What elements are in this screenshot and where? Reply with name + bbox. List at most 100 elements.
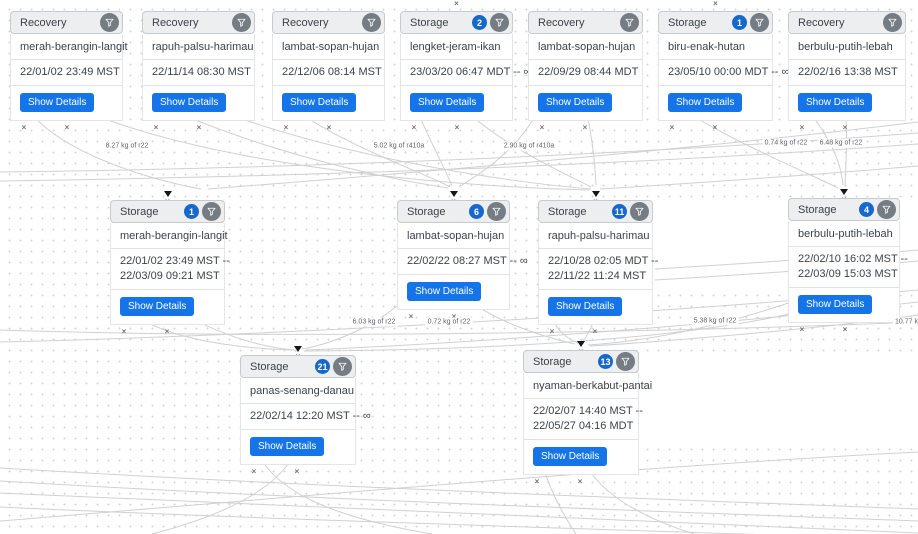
node-dates: 22/01/02 23:49 MST --22/03/09 09:21 MST bbox=[111, 249, 230, 290]
node-date-line: 22/02/10 16:02 MST -- bbox=[798, 253, 908, 265]
bottom-connector-right[interactable]: × bbox=[582, 123, 588, 132]
filter-icon[interactable] bbox=[100, 13, 119, 32]
edge-line bbox=[599, 165, 918, 190]
filter-icon[interactable] bbox=[883, 13, 902, 32]
filter-icon[interactable] bbox=[620, 13, 639, 32]
show-details-button[interactable]: Show Details bbox=[548, 297, 623, 316]
node-header[interactable]: Recovery bbox=[142, 11, 255, 34]
top-connector[interactable]: × bbox=[454, 0, 459, 8]
filter-icon[interactable] bbox=[333, 357, 352, 376]
node-header[interactable]: Storage 13 bbox=[523, 350, 639, 373]
funnel-icon bbox=[882, 205, 891, 214]
node-body: nyaman-berkabut-pantai 22/02/07 14:40 MS… bbox=[523, 373, 652, 475]
show-details-button[interactable]: Show Details bbox=[282, 93, 357, 112]
node-header[interactable]: Storage 1 bbox=[110, 200, 225, 223]
edge-line bbox=[0, 451, 918, 522]
show-details-button[interactable]: Show Details bbox=[407, 282, 482, 301]
node-type-label: Storage bbox=[548, 205, 587, 218]
edge-line bbox=[0, 467, 918, 510]
show-details-button[interactable]: Show Details bbox=[120, 297, 195, 316]
bottom-connector-left[interactable]: × bbox=[799, 325, 805, 334]
top-connector[interactable]: × bbox=[713, 0, 718, 8]
bottom-connector-left[interactable]: × bbox=[799, 123, 805, 132]
filter-icon[interactable] bbox=[750, 13, 769, 32]
bottom-connector-right[interactable]: × bbox=[326, 123, 332, 132]
show-details-button[interactable]: Show Details bbox=[668, 93, 743, 112]
filter-icon[interactable] bbox=[616, 352, 635, 371]
bottom-connector-right[interactable]: × bbox=[294, 467, 300, 476]
node-header[interactable]: Recovery bbox=[10, 11, 123, 34]
show-details-button[interactable]: Show Details bbox=[538, 93, 613, 112]
bottom-connector-right[interactable]: × bbox=[454, 123, 460, 132]
edge-arrowhead-icon bbox=[163, 191, 172, 197]
node-date-line: 23/03/20 06:47 MDT -- ∞ bbox=[410, 66, 532, 78]
bottom-connector-right[interactable]: × bbox=[577, 477, 583, 486]
bottom-connector-right[interactable]: × bbox=[164, 327, 170, 336]
bottom-connector-right[interactable]: × bbox=[64, 123, 70, 132]
show-details-button[interactable]: Show Details bbox=[20, 93, 95, 112]
bottom-connector-left[interactable]: × bbox=[283, 123, 289, 132]
bottom-connector-left[interactable]: × bbox=[411, 123, 417, 132]
node-dates: 22/11/14 08:30 MST bbox=[143, 60, 254, 86]
filter-icon[interactable] bbox=[630, 202, 649, 221]
funnel-icon bbox=[755, 18, 764, 27]
edge-line bbox=[207, 121, 918, 190]
node-name: berbulu-putih-lebah bbox=[789, 34, 905, 60]
bottom-connector-left[interactable]: × bbox=[408, 312, 414, 321]
node-header[interactable]: Storage 21 bbox=[240, 355, 356, 378]
bottom-connector-left[interactable]: × bbox=[21, 123, 27, 132]
bottom-connector-left[interactable]: × bbox=[669, 123, 675, 132]
bottom-connector-right[interactable]: × bbox=[712, 123, 718, 132]
bottom-connector-right[interactable]: × bbox=[592, 327, 598, 336]
node-header[interactable]: Storage 4 bbox=[788, 198, 900, 221]
bottom-connector-left[interactable]: × bbox=[121, 327, 127, 336]
bottom-connector-left[interactable]: × bbox=[549, 327, 555, 336]
node-actions: Show Details bbox=[241, 430, 355, 464]
node-header[interactable]: Storage 1 bbox=[658, 11, 773, 34]
node-header[interactable]: Recovery bbox=[788, 11, 906, 34]
node-header[interactable]: Storage 2 bbox=[400, 11, 513, 34]
edge-label: 8.27 kg of r22 bbox=[103, 141, 151, 151]
show-details-button[interactable]: Show Details bbox=[410, 93, 485, 112]
node-header[interactable]: Storage 6 bbox=[397, 200, 510, 223]
funnel-icon bbox=[492, 207, 501, 216]
node-date-line: 22/10/28 02:05 MDT -- bbox=[548, 255, 659, 267]
filter-icon[interactable] bbox=[202, 202, 221, 221]
show-details-button[interactable]: Show Details bbox=[798, 93, 873, 112]
show-details-button[interactable]: Show Details bbox=[533, 447, 608, 466]
edge-label: 5.38 kg of r22 bbox=[691, 316, 739, 326]
bottom-connector-left[interactable]: × bbox=[153, 123, 159, 132]
bottom-connector-left[interactable]: × bbox=[251, 467, 257, 476]
node-date-line: 22/12/06 08:14 MST bbox=[282, 66, 382, 78]
filter-icon[interactable] bbox=[877, 200, 896, 219]
show-details-button[interactable]: Show Details bbox=[250, 437, 325, 456]
bottom-connector-left[interactable]: × bbox=[534, 477, 540, 486]
bottom-connector-right[interactable]: × bbox=[842, 325, 848, 334]
filter-icon[interactable] bbox=[487, 202, 506, 221]
node-header[interactable]: Storage 11 bbox=[538, 200, 653, 223]
filter-icon[interactable] bbox=[232, 13, 251, 32]
node-dates: 22/02/07 14:40 MST --22/05/27 04:16 MDT bbox=[524, 399, 643, 440]
node-body: berbulu-putih-lebah 22/02/16 13:38 MST S… bbox=[788, 34, 906, 121]
node-body: lambat-sopan-hujan 22/12/06 08:14 MST Sh… bbox=[272, 34, 385, 121]
bottom-connector-right[interactable]: × bbox=[842, 123, 848, 132]
filter-icon[interactable] bbox=[490, 13, 509, 32]
node-name: lambat-sopan-hujan bbox=[398, 223, 509, 249]
node-header[interactable]: Recovery bbox=[528, 11, 643, 34]
filter-icon[interactable] bbox=[362, 13, 381, 32]
node-header[interactable]: Recovery bbox=[272, 11, 385, 34]
bottom-connector-right[interactable]: × bbox=[196, 123, 202, 132]
node-date-line: 22/02/07 14:40 MST -- bbox=[533, 405, 643, 417]
diagram-node-top-1: × Recovery merah-berangin-langit 22/01/0… bbox=[10, 11, 128, 132]
show-details-button[interactable]: Show Details bbox=[152, 93, 227, 112]
node-date-line: 22/09/29 08:44 MDT bbox=[538, 66, 639, 78]
node-name: lengket-jeram-ikan bbox=[401, 34, 512, 60]
node-actions: Show Details bbox=[789, 288, 899, 322]
show-details-button[interactable]: Show Details bbox=[798, 295, 873, 314]
node-actions: Show Details bbox=[524, 440, 638, 474]
bottom-connector-left[interactable]: × bbox=[539, 123, 545, 132]
node-name: rapuh-palsu-harimau bbox=[143, 34, 254, 60]
count-badge: 4 bbox=[859, 202, 874, 217]
node-body: merah-berangin-langit 22/01/02 23:49 MST… bbox=[110, 223, 230, 325]
